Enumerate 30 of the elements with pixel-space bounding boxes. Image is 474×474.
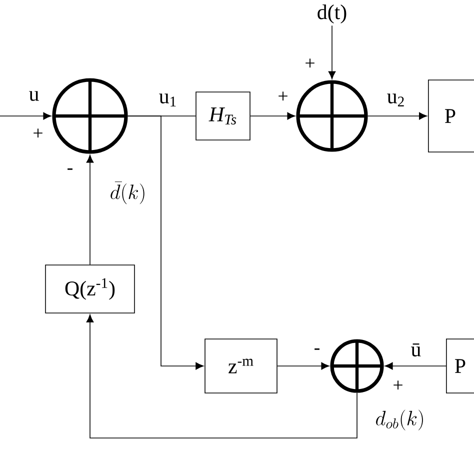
signal-label: u$_{2}$	[387, 94, 404, 106]
signal-label: $\bar{d}(k)$	[110, 182, 144, 204]
block-box: z$^{-m}$	[204, 338, 278, 394]
sign-label: +	[278, 92, 288, 100]
signal-label: ū	[411, 344, 421, 356]
summing-junction	[330, 339, 384, 393]
sign-label: -	[314, 348, 320, 350]
arrow	[328, 25, 336, 80]
block-box: Q(z$^{-1}$)	[45, 264, 135, 314]
signal-label: d(t)	[318, 4, 346, 24]
sign-label: +	[394, 380, 402, 390]
sign-label: +	[306, 58, 314, 68]
block-box: P	[446, 338, 474, 394]
signal-label: u$_{1}$	[159, 94, 176, 106]
arrow	[127, 116, 204, 370]
arrow	[0, 112, 52, 120]
sign-label: -	[68, 168, 72, 170]
sign-label: +	[34, 128, 42, 138]
summing-junction	[52, 78, 128, 154]
arrow	[384, 362, 446, 370]
block-box: H$_{Ts}$	[196, 92, 250, 140]
block-box: P	[428, 80, 474, 152]
arrow	[250, 112, 296, 120]
summing-junction	[296, 80, 368, 152]
signal-label: $d_{ob}(k)$	[376, 410, 423, 430]
arrow	[86, 154, 94, 265]
signal-label: u	[29, 91, 39, 101]
arrow	[277, 362, 330, 370]
arrow	[367, 112, 427, 120]
arrow	[86, 314, 358, 438]
